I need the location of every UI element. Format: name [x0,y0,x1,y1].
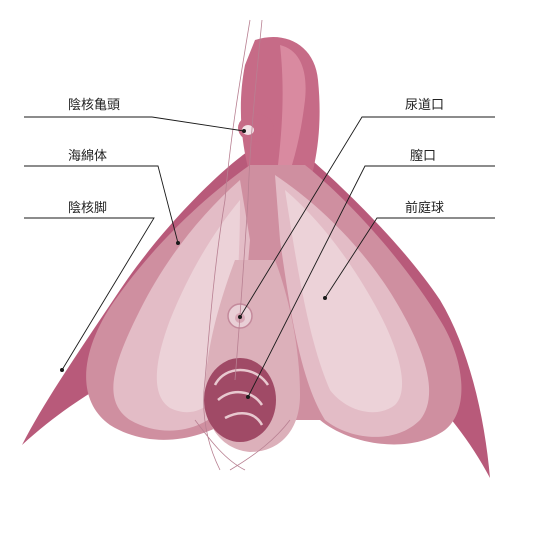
vaginal-opening-rim [213,368,270,426]
outline-threads [194,19,291,471]
leader-glans [151,116,245,132]
leader-vaginal [247,165,495,398]
label-glans: 陰核亀頭 [68,98,120,113]
leader-bulb-dot [323,296,327,300]
leader-glans-dot [242,129,246,133]
leader-bulb [324,217,495,299]
right-bulb-inner [285,190,403,413]
leader-corpus-dot [176,241,180,245]
label-vaginal-opening: 膣口 [410,148,436,164]
glans-shape [238,114,274,142]
leader-vaginal-dot [246,395,250,399]
label-corpus-cavernosum: 海綿体 [68,149,107,164]
leader-crus [24,217,155,371]
label-vestibular-bulb: 前庭球 [405,200,444,216]
corpus-highlight [278,45,306,165]
leader-corpus [24,165,179,244]
leader-crus-dot [60,368,64,372]
label-crus: 陰核脚 [68,200,107,216]
leader-urethral [239,116,495,318]
label-urethral-opening: 尿道口 [405,98,444,113]
leader-urethral-dot [238,315,242,319]
